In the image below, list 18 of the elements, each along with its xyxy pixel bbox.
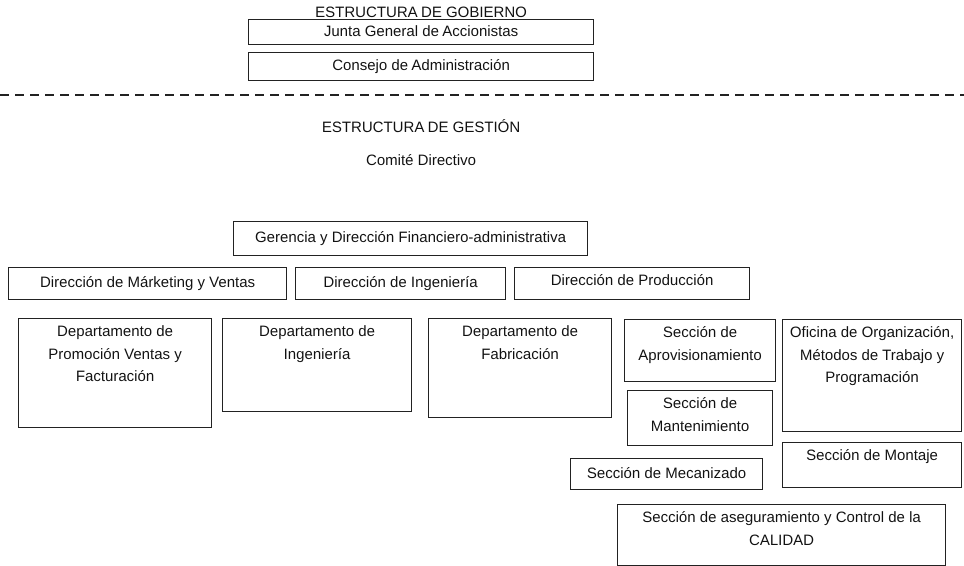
org-unit-box: Consejo de Administración xyxy=(248,52,594,81)
org-unit-box: Sección de Mantenimiento xyxy=(627,390,773,446)
org-unit-box: Oficina de Organización, Métodos de Trabajo y Programación xyxy=(782,319,962,432)
org-unit-box: Junta General de Accionistas xyxy=(248,19,594,45)
org-unit-box: Departamento de Fabricación xyxy=(428,318,612,418)
section-heading: ESTRUCTURA DE GOBIERNO xyxy=(315,4,527,21)
org-unit-box: Sección de aseguramiento y Control de la CALIDAD xyxy=(617,504,946,566)
org-unit-box: Departamento de Ingeniería xyxy=(222,318,412,412)
org-unit-box: Sección de Aprovisionamiento xyxy=(624,319,776,382)
org-unit-box: Dirección de Producción xyxy=(514,267,750,300)
org-unit-box: Gerencia y Dirección Financiero-administrativa xyxy=(233,221,588,256)
org-unit-box: Sección de Mecanizado xyxy=(570,458,763,490)
org-unit-box: Dirección de Ingeniería xyxy=(295,267,506,300)
org-unit-box: Sección de Montaje xyxy=(782,442,962,488)
org-unit-box: Departamento de Promoción Ventas y Facturación xyxy=(18,318,212,428)
section-heading: ESTRUCTURA DE GESTIÓN xyxy=(322,119,520,136)
committee-label: Comité Directivo xyxy=(366,152,476,169)
org-unit-box: Dirección de Márketing y Ventas xyxy=(8,267,287,300)
